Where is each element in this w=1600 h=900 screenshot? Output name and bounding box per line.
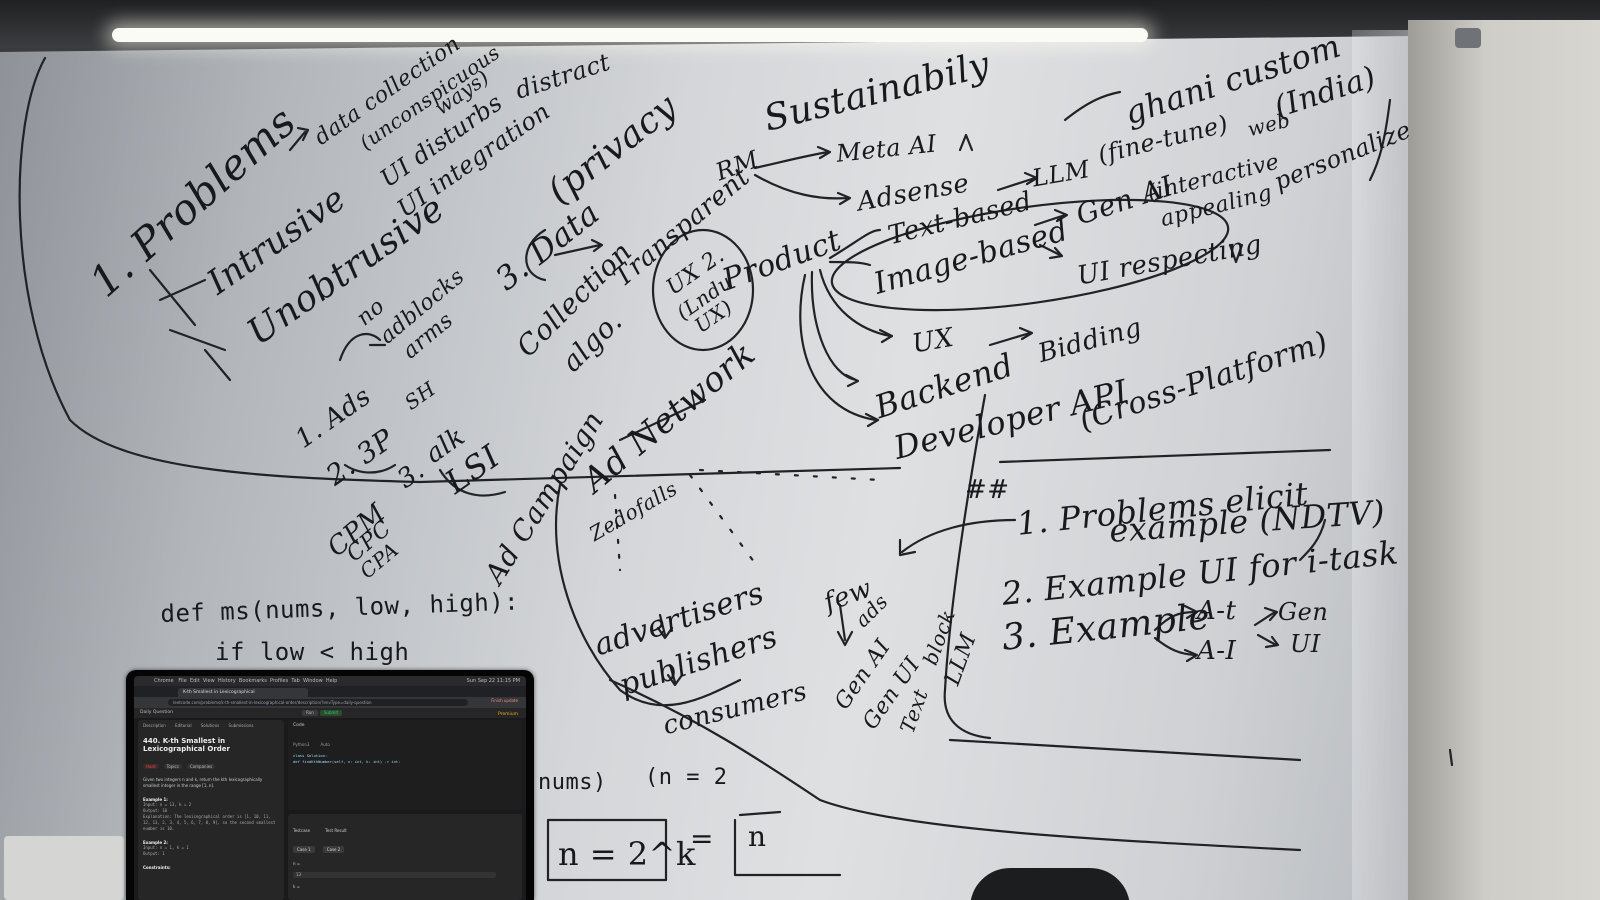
code-line[interactable]: class Solution:	[293, 753, 328, 758]
menu-edit[interactable]: Edit	[189, 678, 200, 684]
example1-line: Output: 10	[143, 808, 168, 813]
hw-if-low-high: if low < high	[215, 638, 410, 666]
address-bar[interactable]: leetcode.com/problems/k-th-smallest-in-l…	[168, 699, 468, 706]
hw-a-i: A-I	[1197, 636, 1237, 666]
topics-tag[interactable]: Topics	[163, 764, 182, 769]
laptop-screen: Chrome File Edit View History Bookmarks …	[134, 676, 526, 900]
example2-title: Example 2:	[143, 840, 168, 845]
difficulty-badge: Hard	[143, 764, 159, 769]
wall	[1408, 20, 1600, 900]
case-2-tab[interactable]: Case 2	[322, 846, 345, 853]
browser-toolbar: leetcode.com/problems/k-th-smallest-in-l…	[134, 697, 526, 708]
auto-mode[interactable]: Auto	[320, 742, 330, 747]
example1-title: Example 1:	[143, 797, 168, 802]
problem-panel: Description Editorial Solutions Submissi…	[138, 720, 284, 900]
hw-n: n	[748, 820, 767, 853]
input-k-label: k =	[293, 884, 300, 889]
test-result-tab[interactable]: Test Result	[325, 828, 347, 833]
testcase-tab[interactable]: Testcase	[293, 828, 311, 833]
problem-title: 440. K-th Smallest in Lexicographical Or…	[143, 737, 230, 753]
code-header: Code	[293, 723, 305, 728]
premium-link[interactable]: Premium	[497, 712, 518, 717]
browser-tab[interactable]: K-th Smallest in Lexicographical	[178, 688, 308, 697]
hw-n-eq-2k: n = 2^k	[558, 835, 696, 873]
hw-a-t: A-t	[1197, 596, 1237, 626]
finish-update-button[interactable]: Finish update	[491, 698, 518, 703]
hw-gen: Gen	[1278, 598, 1329, 626]
hw-ui: UI	[1290, 630, 1321, 658]
desk-object	[4, 836, 124, 900]
tab-description[interactable]: Description	[143, 723, 166, 728]
hw-nums: nums)	[538, 770, 607, 795]
example2-line: Input: n = 1, k = 1	[143, 845, 189, 850]
ceiling-light	[112, 28, 1148, 42]
language-select[interactable]: Python3	[293, 742, 310, 747]
input-n-label: n =	[293, 861, 301, 866]
submit-button[interactable]: Submit	[320, 710, 342, 716]
wall-fixture	[1455, 28, 1481, 48]
daily-question-link[interactable]: Daily Question	[140, 710, 173, 715]
menu-chrome[interactable]: Chrome	[154, 678, 174, 684]
run-button[interactable]: Run	[302, 710, 318, 716]
menu-help[interactable]: Help	[325, 678, 338, 684]
menu-tab[interactable]: Tab	[291, 678, 300, 684]
menu-view[interactable]: View	[202, 678, 215, 684]
code-line[interactable]: def findKthNumber(self, n: int, k: int) …	[293, 759, 401, 764]
problem-description: Given two integers n and k, return the k…	[143, 777, 263, 788]
menu-history[interactable]: History	[217, 678, 236, 684]
hw-n-eq-2: (n = 2	[645, 765, 728, 790]
menubar-clock: Sun Sep 22 11:15 PM	[466, 678, 520, 684]
chair	[970, 868, 1130, 900]
leetcode-toolbar: Daily Question Run Submit Premium	[134, 708, 526, 718]
example1-line: Explanation: The lexicographical order i…	[143, 814, 276, 831]
laptop: Chrome File Edit View History Bookmarks …	[126, 670, 534, 900]
constraints-title: Constraints:	[143, 865, 171, 870]
menu-bookmarks[interactable]: Bookmarks	[238, 678, 267, 684]
whiteboard-frame-edge	[1352, 30, 1408, 900]
hw-equals: =	[690, 822, 714, 855]
hw-hash: ##	[965, 475, 1010, 505]
example1-line: Input: n = 13, k = 2	[143, 802, 192, 807]
menu-file[interactable]: File	[178, 678, 187, 684]
companies-tag[interactable]: Companies	[186, 764, 216, 769]
tab-editorial[interactable]: Editorial	[175, 723, 192, 728]
menu-profiles[interactable]: Profiles	[270, 678, 289, 684]
browser-tabbar: K-th Smallest in Lexicographical	[134, 686, 526, 704]
menu-window[interactable]: Window	[303, 678, 323, 684]
tab-solutions[interactable]: Solutions	[200, 723, 220, 728]
tab-submissions[interactable]: Submissions	[228, 723, 254, 728]
problem-tabs: Description Editorial Solutions Submissi…	[143, 723, 279, 731]
example2-line: Output: 1	[143, 851, 165, 856]
mac-menubar: Chrome File Edit View History Bookmarks …	[134, 676, 526, 686]
testcase-panel: Testcase Test Result Case 1 Case 2 n = 1…	[288, 814, 522, 900]
input-n-field[interactable]: 13	[293, 872, 496, 878]
code-editor-panel: Code Python3 Auto class Solution: def fi…	[288, 720, 522, 810]
case-1-tab[interactable]: Case 1	[293, 846, 315, 853]
